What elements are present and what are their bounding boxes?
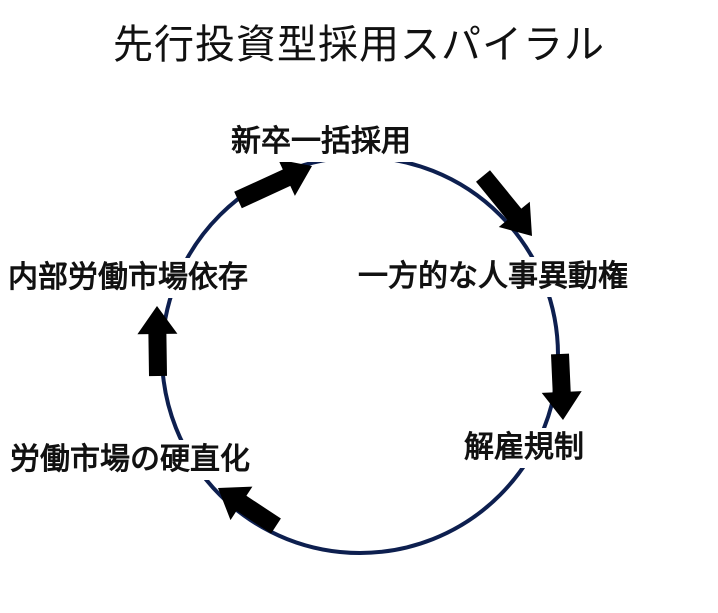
arrow-to-new-graduate-hiring bbox=[234, 159, 312, 209]
node-internal-labor-market-dependence: 内部労働市場依存 bbox=[6, 258, 250, 298]
node-new-graduate-hiring: 新卒一括採用 bbox=[229, 122, 413, 162]
node-unilateral-transfer-rights: 一方的な人事異動権 bbox=[356, 257, 630, 297]
arrow-to-unilateral-transfer-rights bbox=[476, 170, 532, 236]
node-dismissal-regulation: 解雇規制 bbox=[462, 428, 586, 468]
node-labor-market-rigidity: 労働市場の硬直化 bbox=[8, 440, 252, 480]
arrow-to-labor-market-rigidity bbox=[218, 486, 281, 534]
cycle-arrows bbox=[137, 159, 582, 534]
arrow-to-internal-labor-market-dependence bbox=[137, 306, 178, 377]
arrow-to-dismissal-regulation bbox=[541, 353, 582, 420]
diagram-title: 先行投資型採用スパイラル bbox=[113, 22, 605, 68]
